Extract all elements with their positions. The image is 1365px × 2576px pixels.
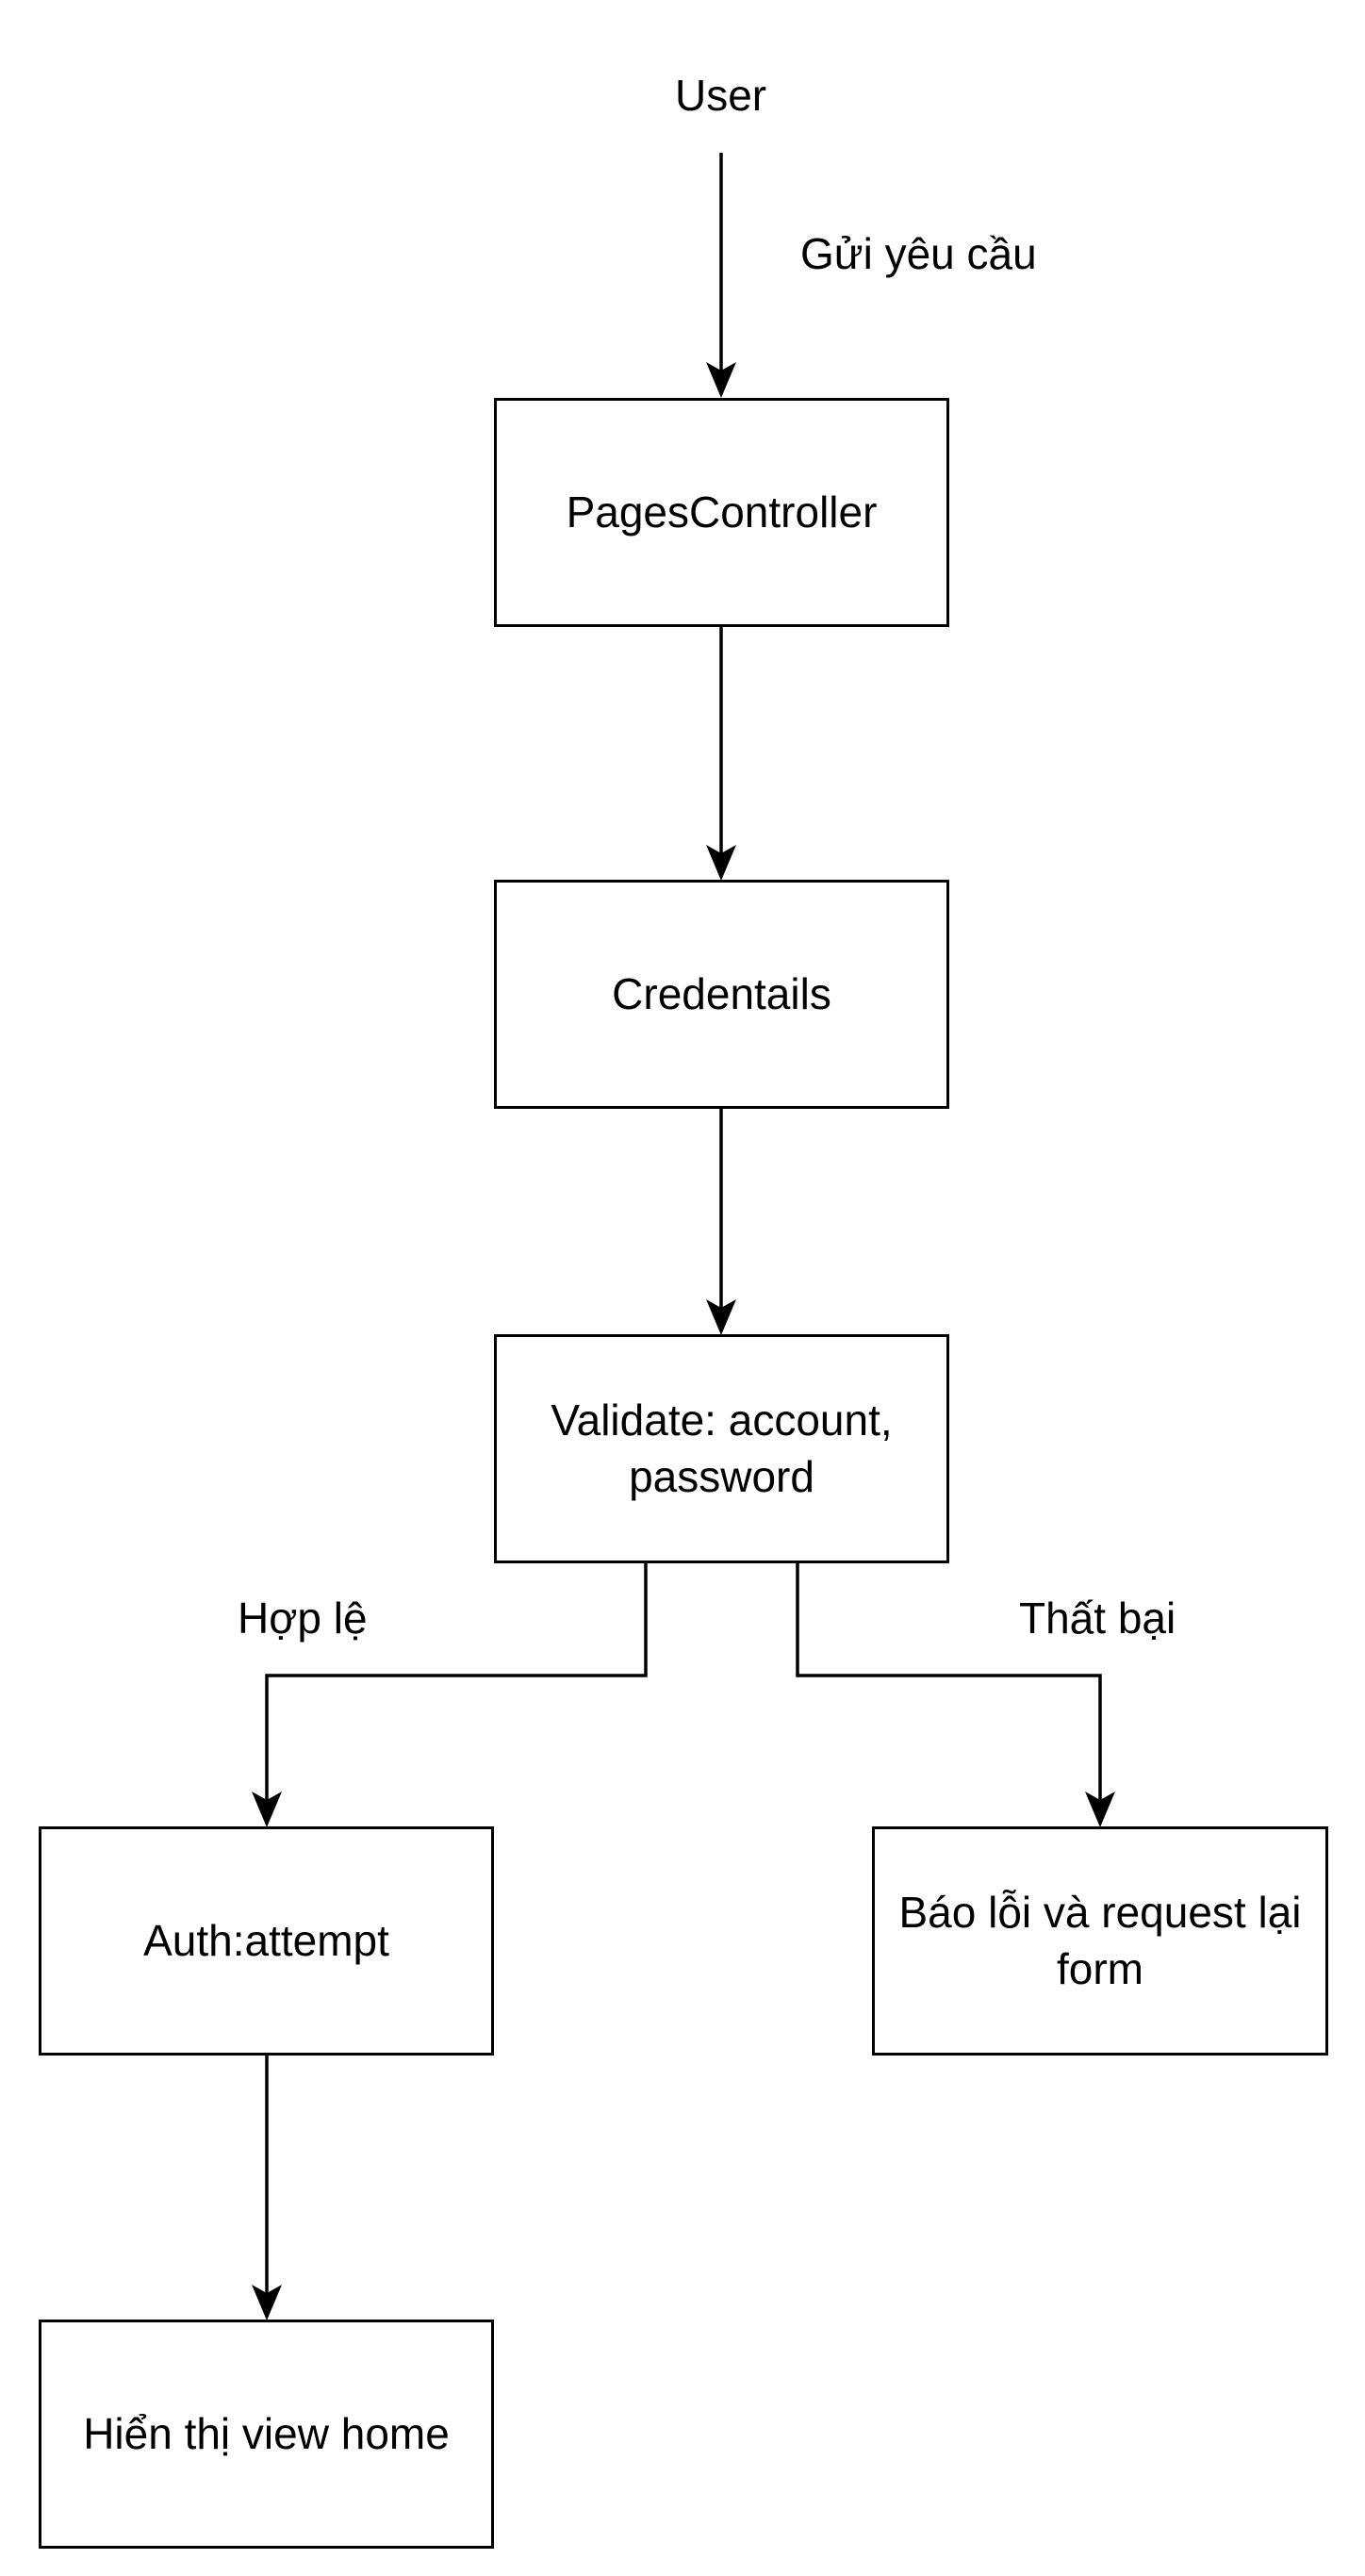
validate-text: Validate: account, password	[551, 1395, 893, 1501]
auth-attempt-node: Auth:attempt	[39, 1826, 494, 2056]
valid-label: Hợp lệ	[238, 1593, 368, 1643]
edge-validate-to-error	[796, 1562, 1115, 1827]
error-text: Báo lỗi và request lại form	[898, 1887, 1302, 1993]
send-request-label: Gửi yêu cầu	[800, 229, 1037, 278]
error-node: Báo lỗi và request lại form	[872, 1826, 1328, 2056]
user-label: User	[675, 71, 767, 120]
pages-controller-node: PagesController	[494, 398, 949, 627]
pages-controller-text: PagesController	[566, 487, 878, 537]
auth-attempt-text: Auth:attempt	[143, 1915, 389, 1965]
credentials-node: Credentails	[494, 880, 949, 1109]
credentials-text: Credentails	[612, 968, 831, 1018]
home-text: Hiển thị view home	[83, 2408, 450, 2458]
edge-validate-to-auth-attempt	[252, 1562, 648, 1827]
validate-node: Validate: account, password	[494, 1334, 949, 1563]
failed-label: Thất bại	[1019, 1593, 1176, 1643]
home-node: Hiển thị view home	[39, 2320, 494, 2549]
